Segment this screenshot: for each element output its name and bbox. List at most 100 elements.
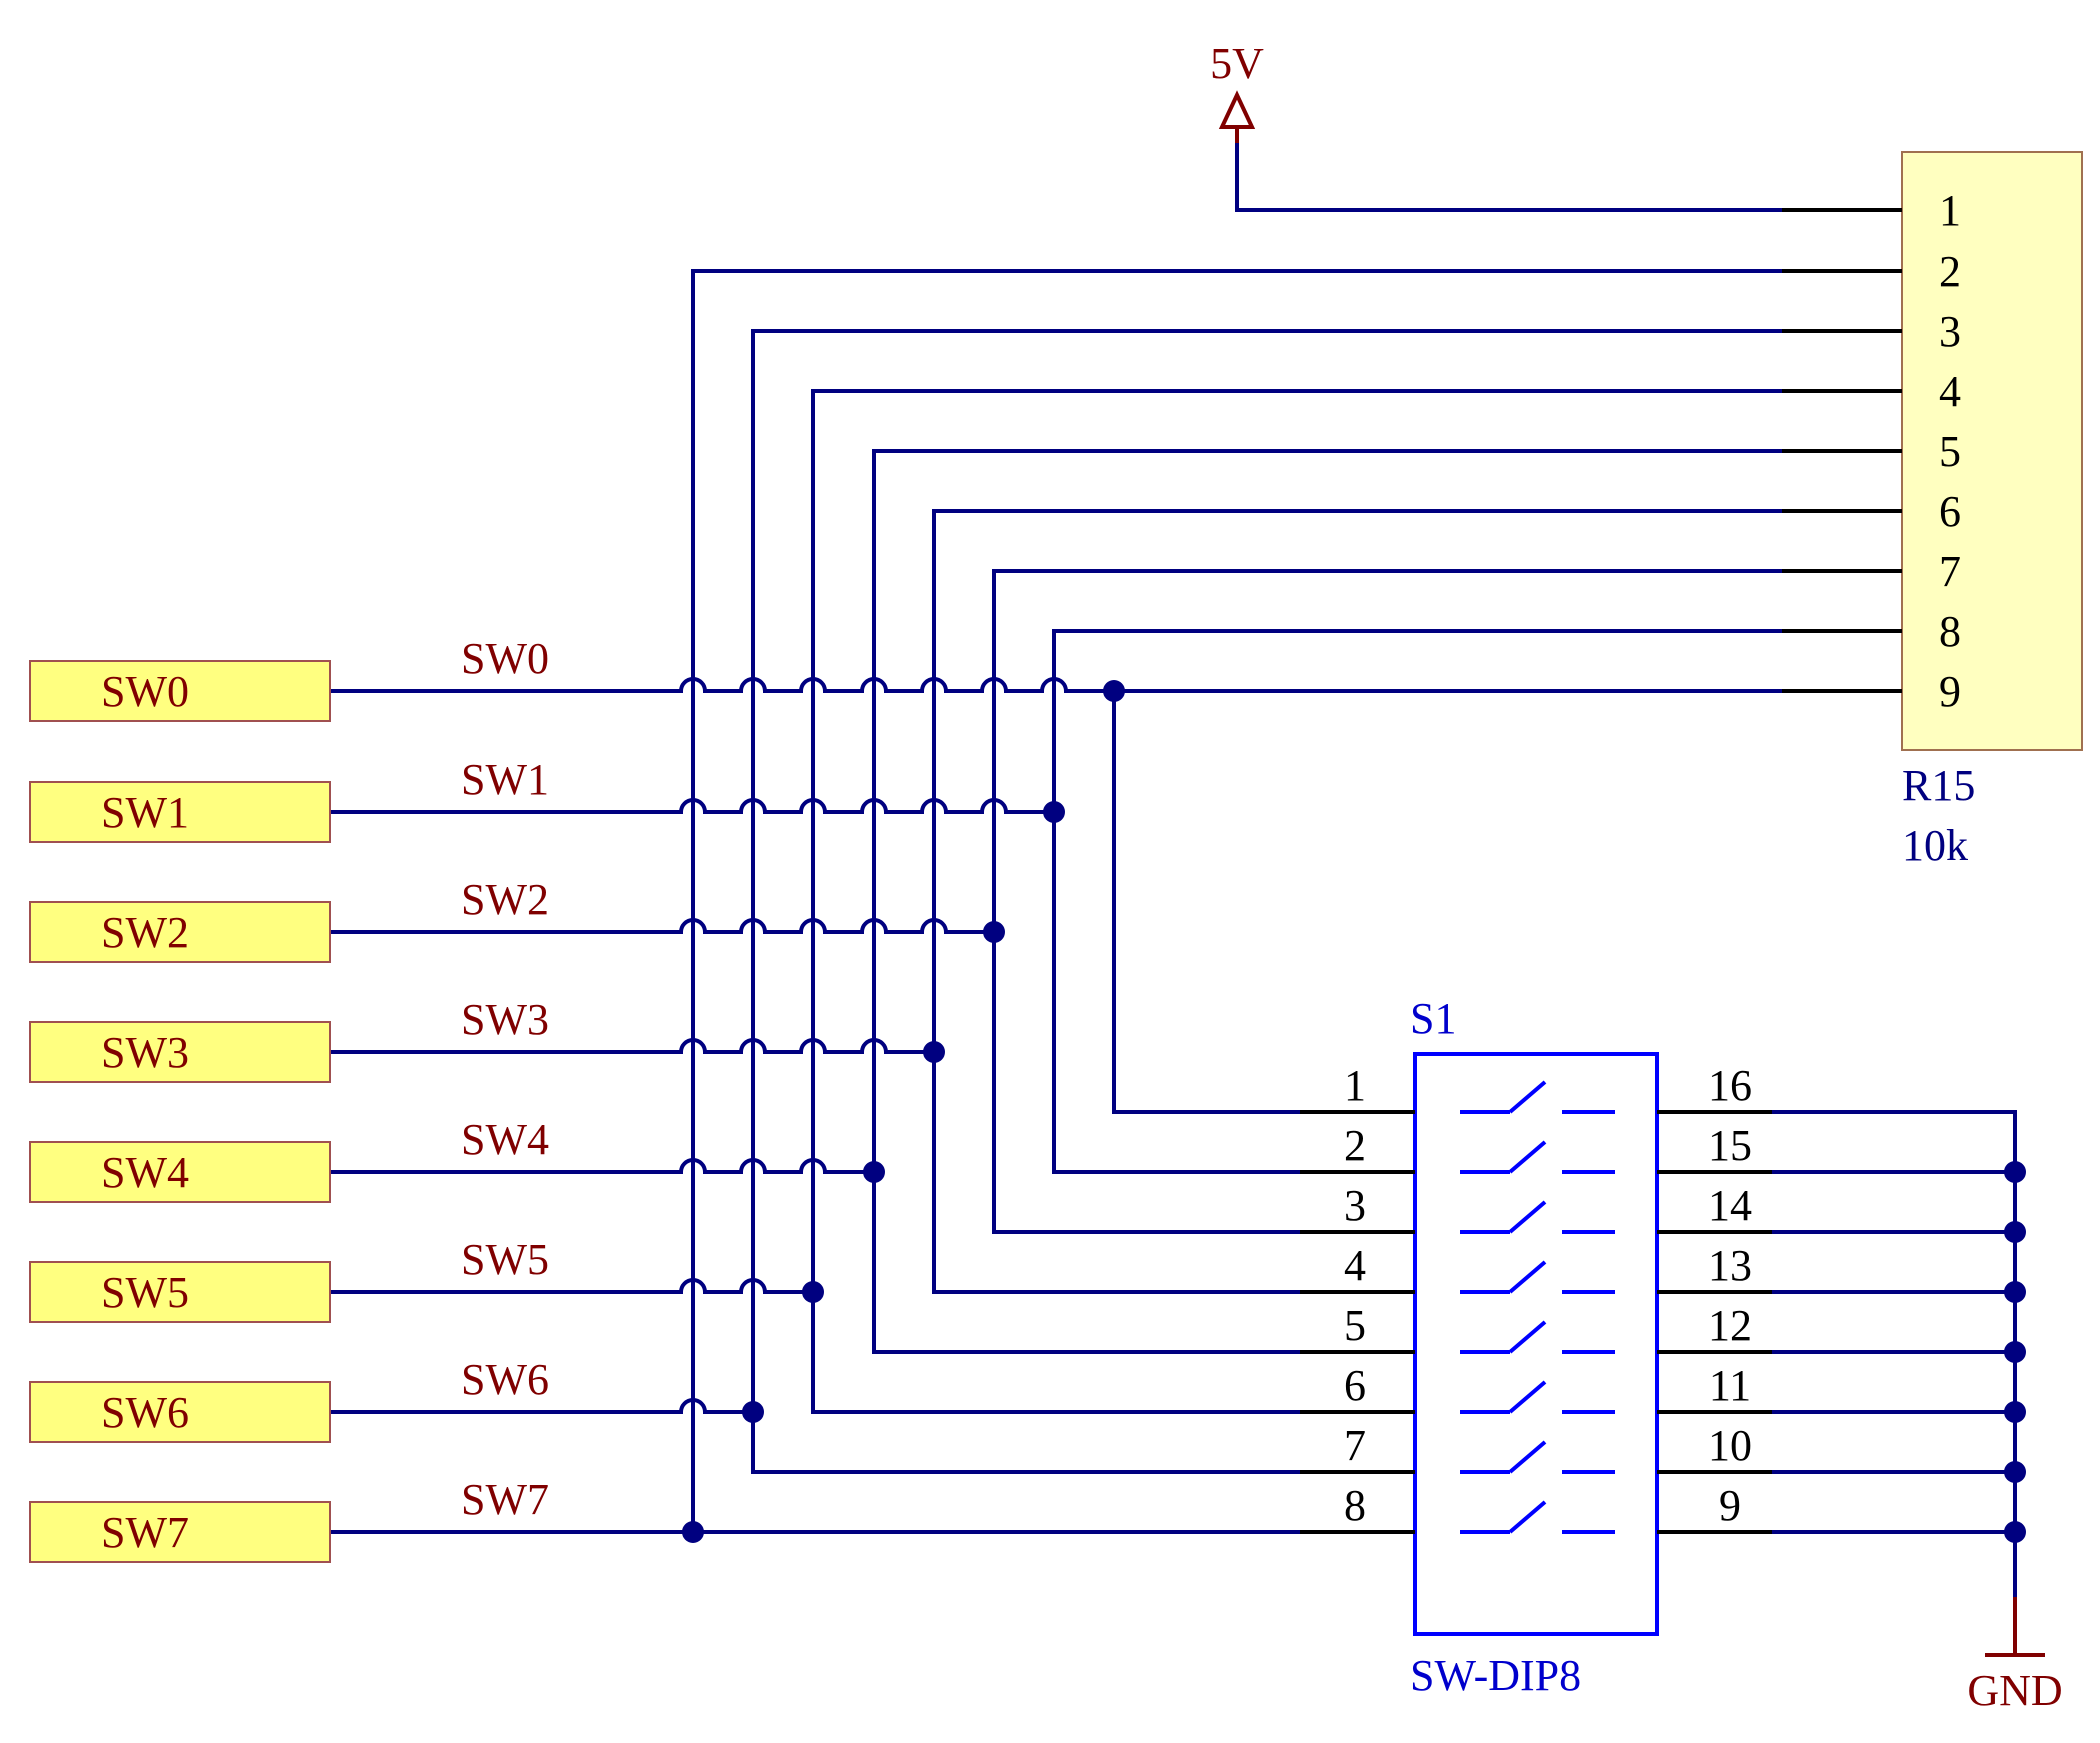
switch-contact-lever xyxy=(1508,1200,1547,1234)
trunk-wire xyxy=(751,329,1792,1474)
port-net-wire xyxy=(330,677,1790,693)
resistor-pin-number: 9 xyxy=(1939,667,1961,716)
power-label: 5V xyxy=(1210,39,1264,88)
port-label: SW6 xyxy=(101,1388,189,1437)
junction-dot xyxy=(802,1281,824,1303)
junction-dot xyxy=(863,1161,885,1183)
junction-dot xyxy=(983,921,1005,943)
port-net-wire xyxy=(330,1038,934,1054)
resistor-pin-number: 1 xyxy=(1939,186,1961,235)
port-label: SW1 xyxy=(101,788,189,837)
switch-contact-lever xyxy=(1508,1260,1547,1294)
port-label: SW4 xyxy=(101,1148,189,1197)
junction-dot xyxy=(2004,1341,2026,1363)
port-label: SW0 xyxy=(101,667,189,716)
switch-left-pin-number: 4 xyxy=(1344,1241,1366,1290)
switch-contact-lever xyxy=(1508,1440,1547,1474)
switch-right-pin-number: 11 xyxy=(1709,1361,1751,1410)
resistor-ref: R15 xyxy=(1902,761,1975,810)
port-net-wire xyxy=(330,918,994,934)
switch-contact-layer xyxy=(1460,1080,1615,1534)
resistor-network-body xyxy=(1901,151,2083,751)
switch-left-pin-number: 5 xyxy=(1344,1301,1366,1350)
junction-layer xyxy=(682,680,2026,1543)
net-label: SW5 xyxy=(461,1235,549,1284)
junction-dot xyxy=(2004,1401,2026,1423)
trunk-wire xyxy=(1052,629,1792,1174)
switch-left-pin-number: 7 xyxy=(1344,1421,1366,1470)
net-label: SW0 xyxy=(461,634,549,683)
resistor-pin-number: 6 xyxy=(1939,487,1961,536)
power-symbol-5v: 5V xyxy=(1210,39,1264,145)
resistor-network-r15: R15 10k xyxy=(1901,151,2083,870)
junction-dot xyxy=(2004,1221,2026,1243)
resistor-value: 10k xyxy=(1902,821,1968,870)
net-label: SW6 xyxy=(461,1355,549,1404)
switch-contact-lever xyxy=(1508,1140,1547,1174)
port-net-wire xyxy=(330,1398,753,1414)
port-box xyxy=(29,660,331,722)
port-box xyxy=(29,1021,331,1083)
switch-contact-lever xyxy=(1508,1380,1547,1414)
switch-left-pin-number: 6 xyxy=(1344,1361,1366,1410)
switch-right-pin-number: 16 xyxy=(1708,1061,1752,1110)
port-label: SW2 xyxy=(101,908,189,957)
net-label: SW1 xyxy=(461,755,549,804)
resistor-pin-number: 4 xyxy=(1939,367,1961,416)
junction-dot xyxy=(2004,1161,2026,1183)
dip-switch-body xyxy=(1413,1052,1659,1636)
net-label: SW2 xyxy=(461,875,549,924)
trunk-wire xyxy=(872,449,1792,1354)
dip-switch-type: SW-DIP8 xyxy=(1410,1651,1581,1700)
junction-dot xyxy=(1043,801,1065,823)
net-label: SW3 xyxy=(461,995,549,1044)
junction-dot xyxy=(2004,1281,2026,1303)
switch-right-pin-number: 10 xyxy=(1708,1421,1752,1470)
resistor-pin-number: 5 xyxy=(1939,427,1961,476)
resistor-pin-number: 7 xyxy=(1939,547,1961,596)
junction-dot xyxy=(2004,1521,2026,1543)
ground-label: GND xyxy=(1967,1666,2062,1715)
switch-left-pin-number: 2 xyxy=(1344,1121,1366,1170)
junction-dot xyxy=(2004,1461,2026,1483)
port-net-wire xyxy=(330,798,1054,814)
port-box xyxy=(29,1141,331,1203)
port-box xyxy=(29,1381,331,1443)
switch-contact-lever xyxy=(1508,1320,1547,1354)
port-label: SW3 xyxy=(101,1028,189,1077)
trunk-wire xyxy=(1112,689,1302,1114)
trunk-wire xyxy=(932,509,1792,1294)
junction-dot xyxy=(742,1401,764,1423)
port-box xyxy=(29,901,331,963)
port-label: SW7 xyxy=(101,1508,189,1557)
net-label: SW4 xyxy=(461,1115,549,1164)
switch-contact-lever xyxy=(1508,1080,1547,1114)
trunk-wire xyxy=(691,269,1792,1534)
switch-right-pin-number: 13 xyxy=(1708,1241,1752,1290)
port-label: SW5 xyxy=(101,1268,189,1317)
junction-dot xyxy=(682,1521,704,1543)
port-box xyxy=(29,1501,331,1563)
port-layer: SW0SW0SW1SW1SW2SW2SW3SW3SW4SW4SW5SW5SW6S… xyxy=(29,634,549,1563)
switch-left-pin-number: 8 xyxy=(1344,1481,1366,1530)
dip-switch-ref: S1 xyxy=(1410,994,1456,1043)
junction-dot xyxy=(1103,680,1125,702)
junction-dot xyxy=(923,1041,945,1063)
wire-5v-to-r15-pin1 xyxy=(1235,143,1792,212)
dip-switch-s1: S1 SW-DIP8 xyxy=(1410,994,1659,1700)
switch-right-pin-number: 15 xyxy=(1708,1121,1752,1170)
trunk-wire xyxy=(992,569,1792,1234)
switch-right-pin-number: 9 xyxy=(1719,1481,1741,1530)
trunk-wire xyxy=(811,389,1792,1414)
port-box xyxy=(29,781,331,843)
port-net-wire xyxy=(330,1158,874,1174)
switch-right-pin-number: 14 xyxy=(1708,1181,1752,1230)
resistor-pin-number: 3 xyxy=(1939,307,1961,356)
ground-symbol: GND xyxy=(1967,1595,2063,1715)
port-box xyxy=(29,1261,331,1323)
resistor-pin-number: 2 xyxy=(1939,247,1961,296)
switch-contact-lever xyxy=(1508,1500,1547,1534)
switch-left-pin-number: 1 xyxy=(1344,1061,1366,1110)
